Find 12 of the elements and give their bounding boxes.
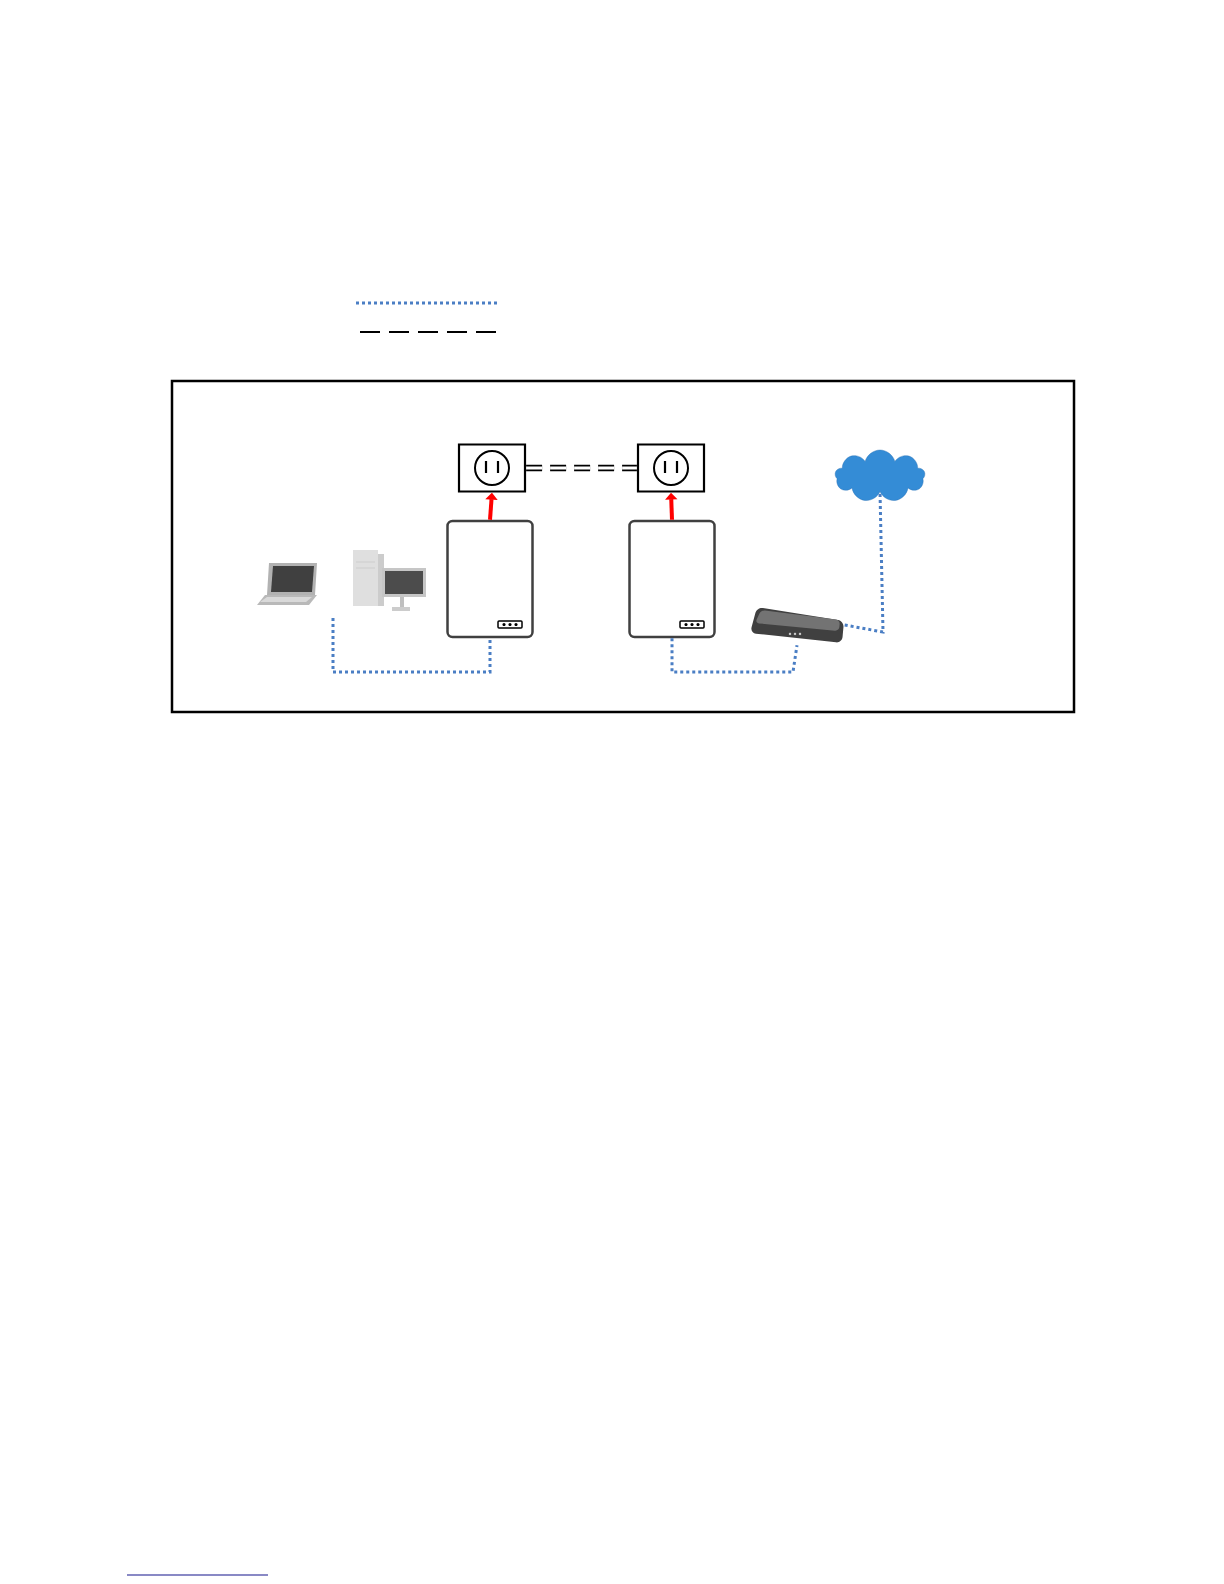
connector-line [526,464,637,472]
connector-line [844,491,885,634]
computer-drawing [353,550,426,611]
wall-outlet [457,443,527,493]
laptop-drawing [257,563,317,605]
adapter-box [446,519,534,639]
router-drawing [751,607,844,643]
cloud-icon [834,449,926,501]
connector-line [331,618,492,674]
wall-outlet [636,443,706,493]
connector-line [670,638,799,674]
adapter-box [628,519,716,639]
